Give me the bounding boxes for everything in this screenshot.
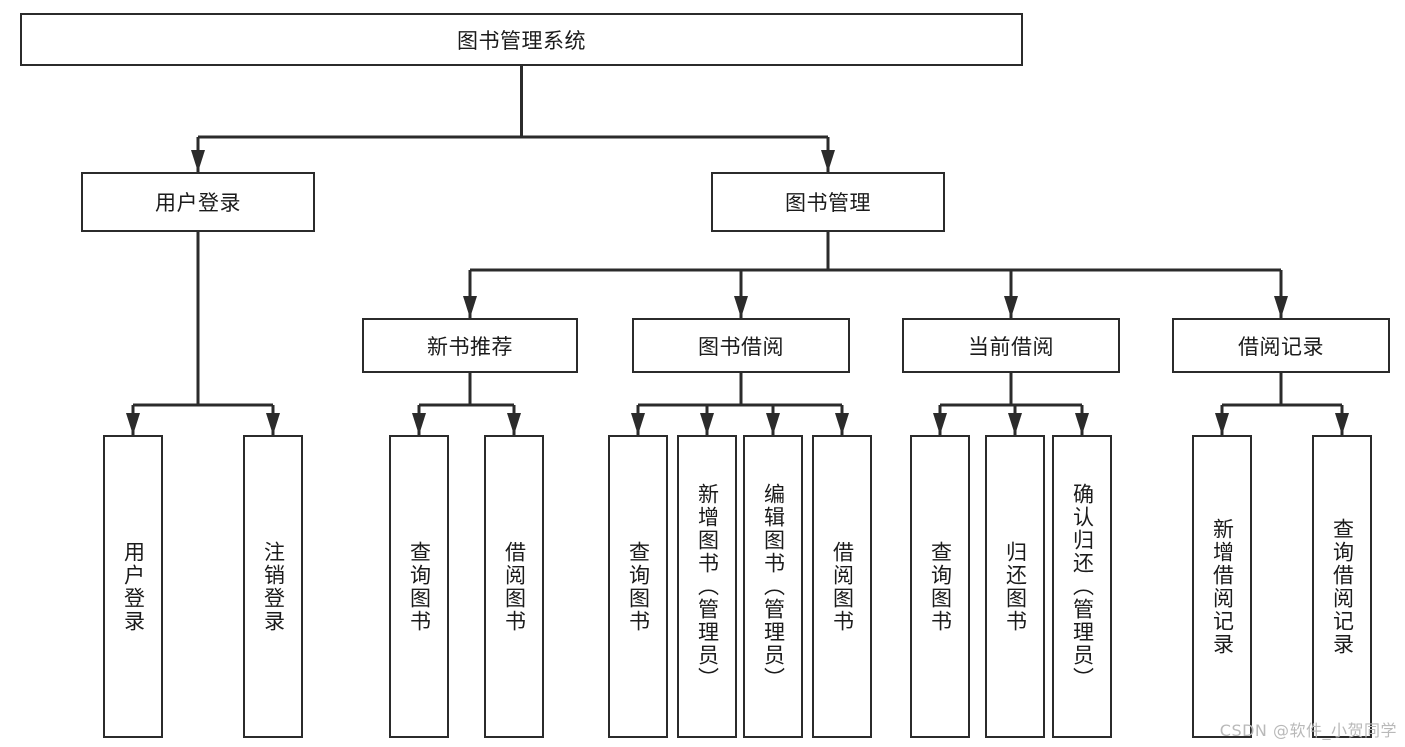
node-label: 借阅图书: [502, 540, 527, 633]
node-label: 用户登录: [121, 540, 146, 633]
node-leaf-query-3[interactable]: 查询图书: [910, 435, 970, 738]
node-label: 查询图书: [407, 540, 432, 633]
node-label: 查询图书: [626, 540, 651, 633]
node-label: 归还图书: [1003, 540, 1028, 633]
node-leaf-add-book[interactable]: 新增图书（管理员）: [677, 435, 737, 738]
node-leaf-query-rec[interactable]: 查询借阅记录: [1312, 435, 1372, 738]
node-borrow-record[interactable]: 借阅记录: [1172, 318, 1390, 373]
node-label: 当前借阅: [968, 334, 1054, 359]
node-leaf-return[interactable]: 归还图书: [985, 435, 1045, 738]
node-label: 新增图书（管理员）: [695, 483, 720, 690]
node-book-borrow[interactable]: 图书借阅: [632, 318, 850, 373]
node-root[interactable]: 图书管理系统: [20, 13, 1023, 66]
node-book-manage[interactable]: 图书管理: [711, 172, 945, 232]
node-leaf-query-1[interactable]: 查询图书: [389, 435, 449, 738]
node-label: 编辑图书（管理员）: [761, 483, 786, 690]
node-leaf-borrow-2[interactable]: 借阅图书: [812, 435, 872, 738]
node-current-borrow[interactable]: 当前借阅: [902, 318, 1120, 373]
node-label: 图书管理系统: [457, 28, 586, 53]
node-leaf-query-2[interactable]: 查询图书: [608, 435, 668, 738]
node-leaf-borrow-1[interactable]: 借阅图书: [484, 435, 544, 738]
node-label: 图书管理: [785, 191, 871, 215]
node-label: 图书借阅: [698, 334, 784, 359]
node-leaf-confirm[interactable]: 确认归还（管理员）: [1052, 435, 1112, 738]
node-label: 新书推荐: [427, 334, 513, 359]
node-label: 借阅记录: [1238, 334, 1324, 359]
node-label: 新增借阅记录: [1210, 517, 1235, 656]
node-user-login[interactable]: 用户登录: [81, 172, 315, 232]
node-label: 用户登录: [155, 191, 241, 215]
node-leaf-edit-book[interactable]: 编辑图书（管理员）: [743, 435, 803, 738]
node-leaf-user-login[interactable]: 用户登录: [103, 435, 163, 738]
node-label: 确认归还（管理员）: [1070, 483, 1095, 690]
node-leaf-logout[interactable]: 注销登录: [243, 435, 303, 738]
node-label: 借阅图书: [830, 540, 855, 633]
node-label: 查询借阅记录: [1330, 517, 1355, 656]
node-label: 注销登录: [261, 540, 286, 633]
node-label: 查询图书: [928, 540, 953, 633]
node-leaf-add-rec[interactable]: 新增借阅记录: [1192, 435, 1252, 738]
node-new-book-rec[interactable]: 新书推荐: [362, 318, 578, 373]
